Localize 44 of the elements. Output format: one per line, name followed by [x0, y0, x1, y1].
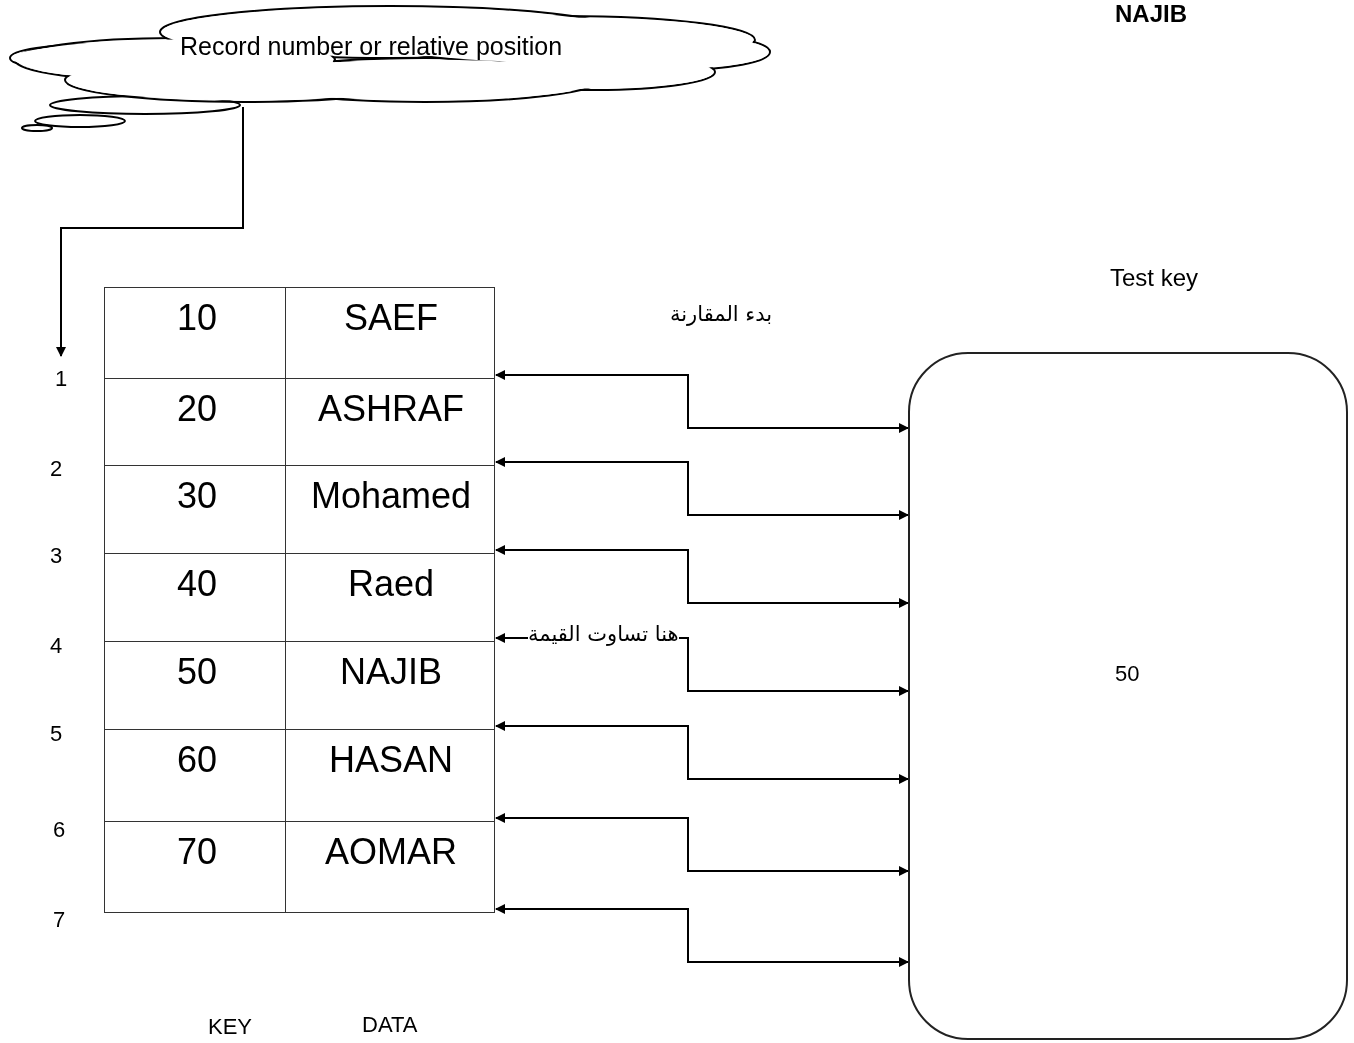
key-value: 30 [177, 476, 217, 516]
data-value: AOMAR [325, 832, 457, 872]
arrow [495, 813, 909, 876]
position-number: 5 [50, 721, 63, 747]
position-number: 2 [50, 456, 63, 482]
key-value: 40 [177, 564, 217, 604]
position-number: 7 [53, 907, 66, 933]
data-value: NAJIB [340, 652, 442, 692]
cloud-text: Record number or relative position [180, 32, 563, 61]
data-value: HASAN [329, 740, 453, 780]
key-value: 50 [1115, 661, 1140, 687]
table-row [104, 729, 495, 822]
edge-label: بدء المقارنة [670, 302, 773, 326]
table-row [104, 641, 495, 730]
node-caption: Test key [1110, 264, 1199, 292]
header-text: NAJIB [1115, 0, 1187, 28]
test-key-box [908, 352, 1348, 1040]
data-value: SAEF [344, 298, 438, 338]
position-number: 6 [53, 817, 66, 843]
edge-label: هنا تساوت القيمة [528, 622, 679, 646]
key-value: 60 [177, 740, 217, 780]
arrow [495, 370, 909, 433]
arrow [56, 106, 244, 357]
table-row [104, 465, 495, 554]
data-value: Raed [347, 564, 435, 604]
arrow [495, 457, 909, 520]
data-value: Mohamed [310, 476, 472, 516]
column-label: KEY [208, 1014, 253, 1040]
key-value: 10 [177, 298, 217, 338]
table-row [104, 378, 495, 466]
position-number: 1 [50, 366, 72, 394]
position-number: 4 [50, 633, 63, 659]
table-row [104, 287, 495, 379]
key-value: 50 [177, 652, 217, 692]
arrow [495, 545, 909, 608]
key-value: 70 [177, 832, 217, 872]
data-value: ASHRAF [318, 389, 464, 429]
arrow [495, 721, 909, 784]
key-value: 20 [177, 389, 217, 429]
arrow [495, 904, 909, 967]
table-row [104, 821, 495, 913]
column-label: DATA [362, 1012, 418, 1038]
position-number: 3 [50, 543, 63, 569]
table-row [104, 553, 495, 642]
